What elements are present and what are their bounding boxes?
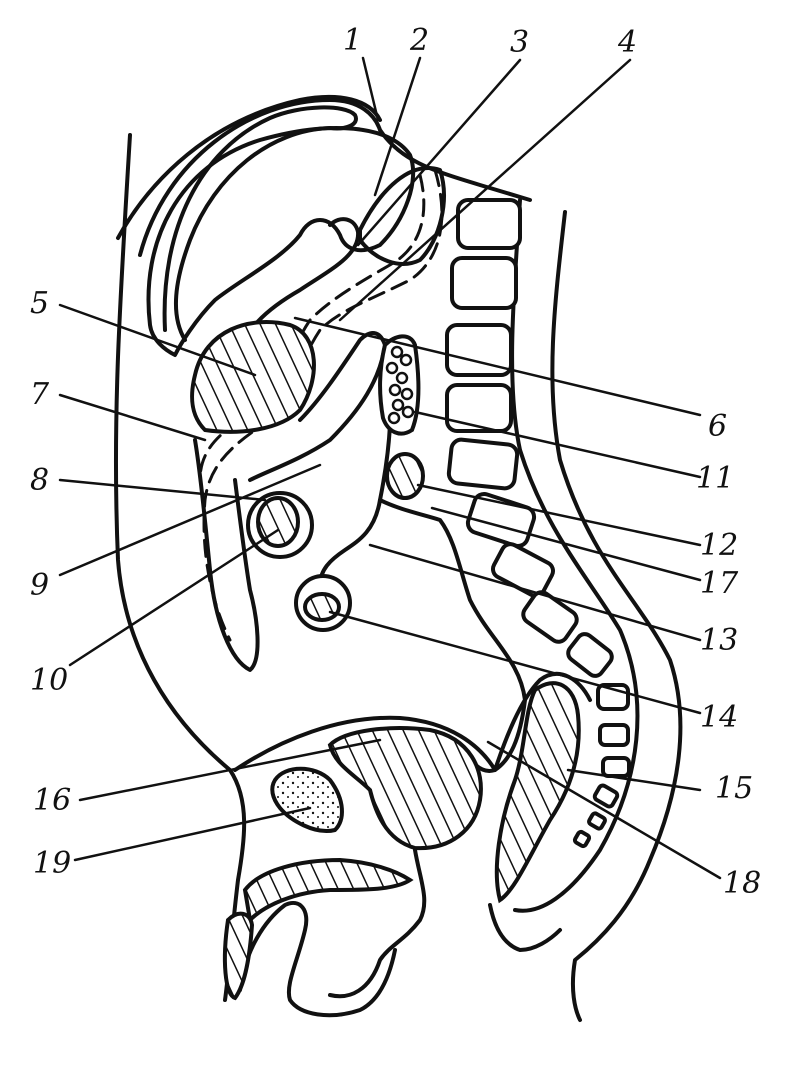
diaphragm — [138, 98, 532, 257]
label-12: 12 — [700, 528, 738, 563]
lower-intestine-lumen — [303, 592, 341, 622]
label-1: 1 — [343, 23, 362, 58]
label-4: 4 — [617, 25, 637, 60]
vertebra-4 — [445, 383, 513, 433]
label-6: 6 — [708, 409, 727, 444]
greater-omentum — [193, 438, 260, 672]
perineum-lower — [238, 901, 397, 1018]
pelvic-peritoneum — [233, 672, 592, 772]
label-10: 10 — [30, 663, 68, 698]
label-11: 11 — [696, 461, 734, 496]
label-14: 14 — [700, 700, 738, 735]
pelvic-floor-strip — [222, 911, 255, 1001]
sacral-4 — [592, 783, 620, 809]
intestine-lumen — [256, 496, 300, 548]
pancreas-outline — [378, 334, 421, 436]
stomach — [358, 166, 446, 266]
rectum — [494, 681, 581, 904]
label-8: 8 — [30, 463, 49, 498]
liver — [146, 126, 416, 357]
label-3: 3 — [510, 25, 529, 60]
label-19: 19 — [33, 846, 71, 881]
label-7: 7 — [30, 377, 50, 412]
sacral-3 — [601, 756, 631, 778]
vertebra-2 — [450, 256, 518, 310]
sacral-5 — [587, 811, 607, 831]
leader-lines — [58, 56, 722, 880]
back-contour — [550, 210, 683, 1022]
anterior-wall-outer — [113, 133, 247, 1002]
vertebra-1 — [456, 198, 522, 250]
label-13: 13 — [700, 623, 738, 658]
vertebra-8 — [521, 590, 579, 644]
vagina-canal — [328, 848, 427, 999]
anterior-wall-inner — [116, 95, 382, 240]
label-2: 2 — [409, 23, 429, 58]
sacral-2 — [598, 723, 630, 747]
vertebra-9 — [566, 632, 614, 678]
labels: 1 2 3 4 5 6 7 8 9 10 11 12 13 14 15 16 1… — [30, 23, 761, 901]
label-9: 9 — [30, 568, 49, 603]
pancreas — [378, 334, 421, 436]
vertebra-5 — [446, 437, 520, 491]
label-5: 5 — [30, 286, 49, 321]
anal-canal — [488, 903, 562, 952]
duodenum — [385, 452, 425, 500]
pelvic-floor-anterior — [242, 857, 414, 925]
label-17: 17 — [700, 566, 739, 601]
label-15: 15 — [715, 771, 753, 806]
pelvis — [222, 672, 592, 1018]
pubic-symphysis — [270, 766, 344, 833]
transverse-colon — [190, 320, 316, 434]
label-18: 18 — [723, 866, 761, 901]
vertebral-column — [445, 198, 631, 849]
label-16: 16 — [33, 783, 71, 818]
uterus — [327, 726, 483, 851]
coccyx — [572, 829, 592, 849]
vertebra-3 — [445, 323, 513, 377]
